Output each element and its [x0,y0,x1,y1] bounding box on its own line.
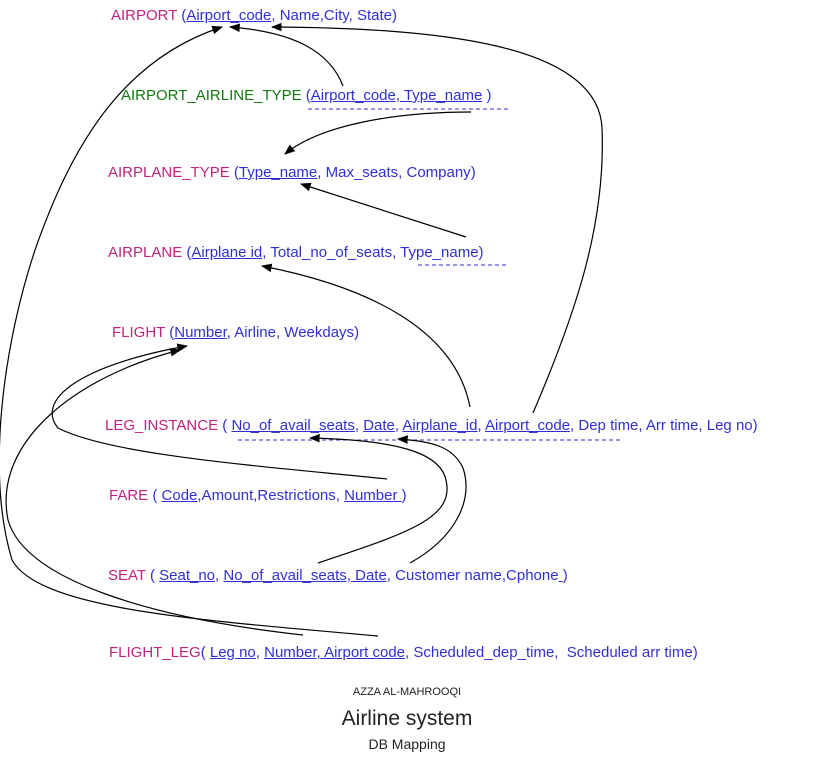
diagram-subtitle: DB Mapping [368,736,446,752]
relation-fare: FARE ( Code,Amount,Restrictions, Number … [109,487,407,505]
relation-name: AIRPORT [111,7,178,24]
arrow-flight-leg-to-airport [0,25,379,637]
relation-airport-airline-type: AIRPORT_AIRLINE_TYPE (Airport_code, Type… [121,87,491,105]
relation-flight-leg: FLIGHT_LEG( Leg no, Number, Airport code… [109,644,698,662]
arrow-leg-instance-to-airport [270,22,603,414]
author-credit: AZZA AL-MAHROOQI [352,686,462,698]
close-paren: ) [391,7,397,24]
relation-name: AIRPORT_AIRLINE_TYPE [121,87,302,104]
attribute: , Total_no_of_seats, [262,244,401,261]
arrow-flight-leg-to-flight [5,348,304,636]
arrow-airplane-to-airplane-type [299,182,467,238]
open-paren: ( [148,487,162,504]
key-attribute: Airplane id [191,244,263,261]
key-attribute: Date [363,417,395,434]
attribute: Name,City, State [279,7,392,24]
attribute-separator: , [215,567,224,584]
relation-airplane-type: AIRPLANE_TYPE (Type_name, Max_seats, Com… [108,164,476,182]
key-attribute: Code [161,487,198,504]
key-attribute: Number [344,487,402,504]
attribute: Type_name [400,244,479,261]
relation-name: FARE [109,487,149,504]
attribute-separator: , [271,7,280,24]
arrow-fare-to-flight [51,343,388,480]
attribute: Scheduled_dep_time, Scheduled arr time [409,644,693,661]
key-attribute: Leg no [209,644,256,661]
close-paren: ) [692,644,698,661]
close-paren: ) [354,324,360,341]
attribute-separator: , [354,417,364,434]
close-paren: ) [478,244,484,261]
close-paren: ) [562,567,568,584]
relation-name: SEAT [108,567,146,584]
attribute: , Airline, Weekdays [226,324,355,341]
relation-name: AIRPLANE [108,244,183,261]
relation-seat: SEAT ( Seat_no, No_of_avail_seats, Date,… [108,567,568,585]
relation-airplane: AIRPLANE (Airplane id, Total_no_of_seats… [108,244,484,262]
close-paren: ) [470,164,476,181]
relation-name: AIRPLANE_TYPE [108,164,230,181]
key-attribute: No_of_avail_seats, Date, [223,567,391,584]
key-attribute: Seat_no [159,567,216,584]
key-attribute: Airplane_id [402,417,478,434]
arrow-airport-airline-type-to-airplane-type [284,111,472,155]
attribute: , Dep time, Arr time, Leg no [570,417,753,434]
open-paren: ( [165,324,175,341]
arrow-airport-airline-type-to-airport [228,23,344,87]
relation-flight: FLIGHT (Number, Airline, Weekdays) [112,324,359,342]
open-paren: ( [200,644,210,661]
open-paren: ( [301,87,311,104]
relation-name: FLIGHT [112,324,166,341]
key-attribute: Airport_code, Type_name [310,87,483,104]
attribute-separator: , [255,644,265,661]
key-attribute: Number [174,324,227,341]
key-attribute: Number, Airport code, [264,644,410,661]
arrow-seat-to-leg-instance [308,433,448,564]
attribute-separator: , [394,417,403,434]
attribute: ,Amount,Restrictions, [197,487,345,504]
close-paren: ) [482,87,492,104]
relation-leg-instance: LEG_INSTANCE ( No_of_avail_seats, Date , … [105,417,758,435]
diagram-title: Airline system [341,707,473,730]
relation-name: FLIGHT_LEG [109,644,201,661]
arrow-seat-to-leg-instance-date [396,435,467,564]
close-paren: ) [401,487,407,504]
relation-name: LEG_INSTANCE [105,417,219,434]
attribute: Customer name,Cphone [390,567,559,584]
open-paren: ( [218,417,232,434]
key-attribute: Airport_code [484,417,571,434]
attribute-separator: , [477,417,485,434]
open-paren: ( [182,244,192,261]
key-attribute: Type_name [238,164,318,181]
open-paren: ( [177,7,187,24]
attribute: , Max_seats, Company [317,164,471,181]
relation-airport: AIRPORT (Airport_code, Name,City, State) [111,7,397,25]
arrow-leg-instance-to-airplane [260,263,471,408]
key-attribute: No_of_avail_seats [231,417,355,434]
key-attribute: Airport_code [186,7,272,24]
open-paren: ( [229,164,239,181]
open-paren: ( [145,567,160,584]
close-paren: ) [752,417,758,434]
